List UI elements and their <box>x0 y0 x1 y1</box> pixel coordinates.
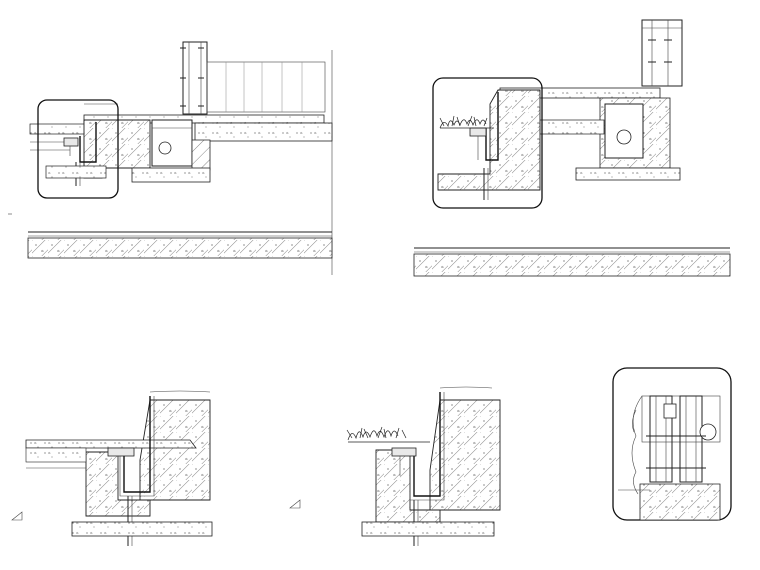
top-left-section <box>8 41 333 275</box>
bottom-left-detail <box>11 390 213 546</box>
plant-icon <box>439 115 494 129</box>
detail-callout-a <box>37 99 119 199</box>
detail-callout-b <box>432 77 543 209</box>
bottom-mid-detail <box>289 386 501 546</box>
bottom-right-detail <box>612 367 732 521</box>
top-right-section <box>413 19 731 277</box>
plant-icon <box>346 426 430 443</box>
